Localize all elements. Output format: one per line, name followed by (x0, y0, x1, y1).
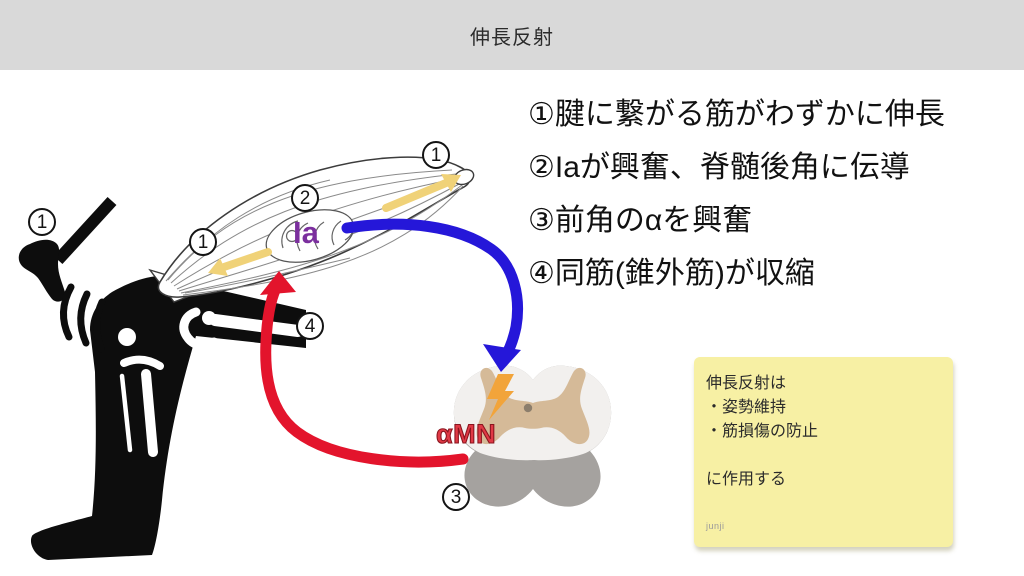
note-line-5: に作用する (706, 471, 787, 488)
step-text-3: ③前角のαを興奮 (528, 204, 753, 237)
credit-watermark: junji (706, 521, 725, 531)
explanation-steps: ①腱に繋がる筋がわずかに伸長 ②Iaが興奮、脊髄後角に伝導 ③前角のαを興奮 ④… (528, 88, 1022, 300)
reflex-hammer-icon (18, 196, 117, 302)
step-marker-3-alpha: 3 (442, 483, 470, 511)
afferent-arrow-blue-icon (341, 218, 524, 372)
note-line-3: ・筋損傷の防止 (706, 423, 819, 440)
note-line-4 (706, 444, 941, 468)
stretch-arrow-left-icon (208, 248, 272, 276)
step-text-2: ②Iaが興奮、脊髄後角に伝導 (528, 151, 910, 184)
step-marker-1-muscle-right: 1 (422, 141, 450, 169)
gray-matter-icon (476, 367, 590, 445)
header-bar: 伸長反射 (0, 0, 1024, 70)
step-marker-4-contraction: 4 (296, 312, 324, 340)
note-line-2: ・姿勢維持 (706, 399, 787, 416)
page-title: 伸長反射 (470, 26, 554, 49)
note-box: 伸長反射は ・姿勢維持 ・筋損傷の防止 に作用する junji (694, 357, 953, 547)
step-marker-1-hammer: 1 (28, 208, 56, 236)
step-text-1: ①腱に繋がる筋がわずかに伸長 (528, 98, 945, 131)
note-line-1: 伸長反射は (706, 375, 787, 392)
central-canal-icon (523, 403, 533, 413)
stretch-arrow-right-icon (382, 174, 461, 212)
step-marker-1-muscle-left: 1 (189, 228, 217, 256)
muscle-icon (148, 156, 475, 303)
step-marker-2-spindle: 2 (291, 184, 319, 212)
step-text-4: ④同筋(錐外筋)が収縮 (528, 257, 815, 290)
alpha-motoneuron-label: αMN (435, 419, 497, 449)
ia-afferent-label: Ia (293, 215, 319, 250)
efferent-arrow-red-icon (260, 271, 469, 468)
knee-bones-icon (118, 307, 304, 457)
vibration-arcs-icon (60, 283, 106, 353)
lightning-bolt-icon (487, 374, 514, 420)
